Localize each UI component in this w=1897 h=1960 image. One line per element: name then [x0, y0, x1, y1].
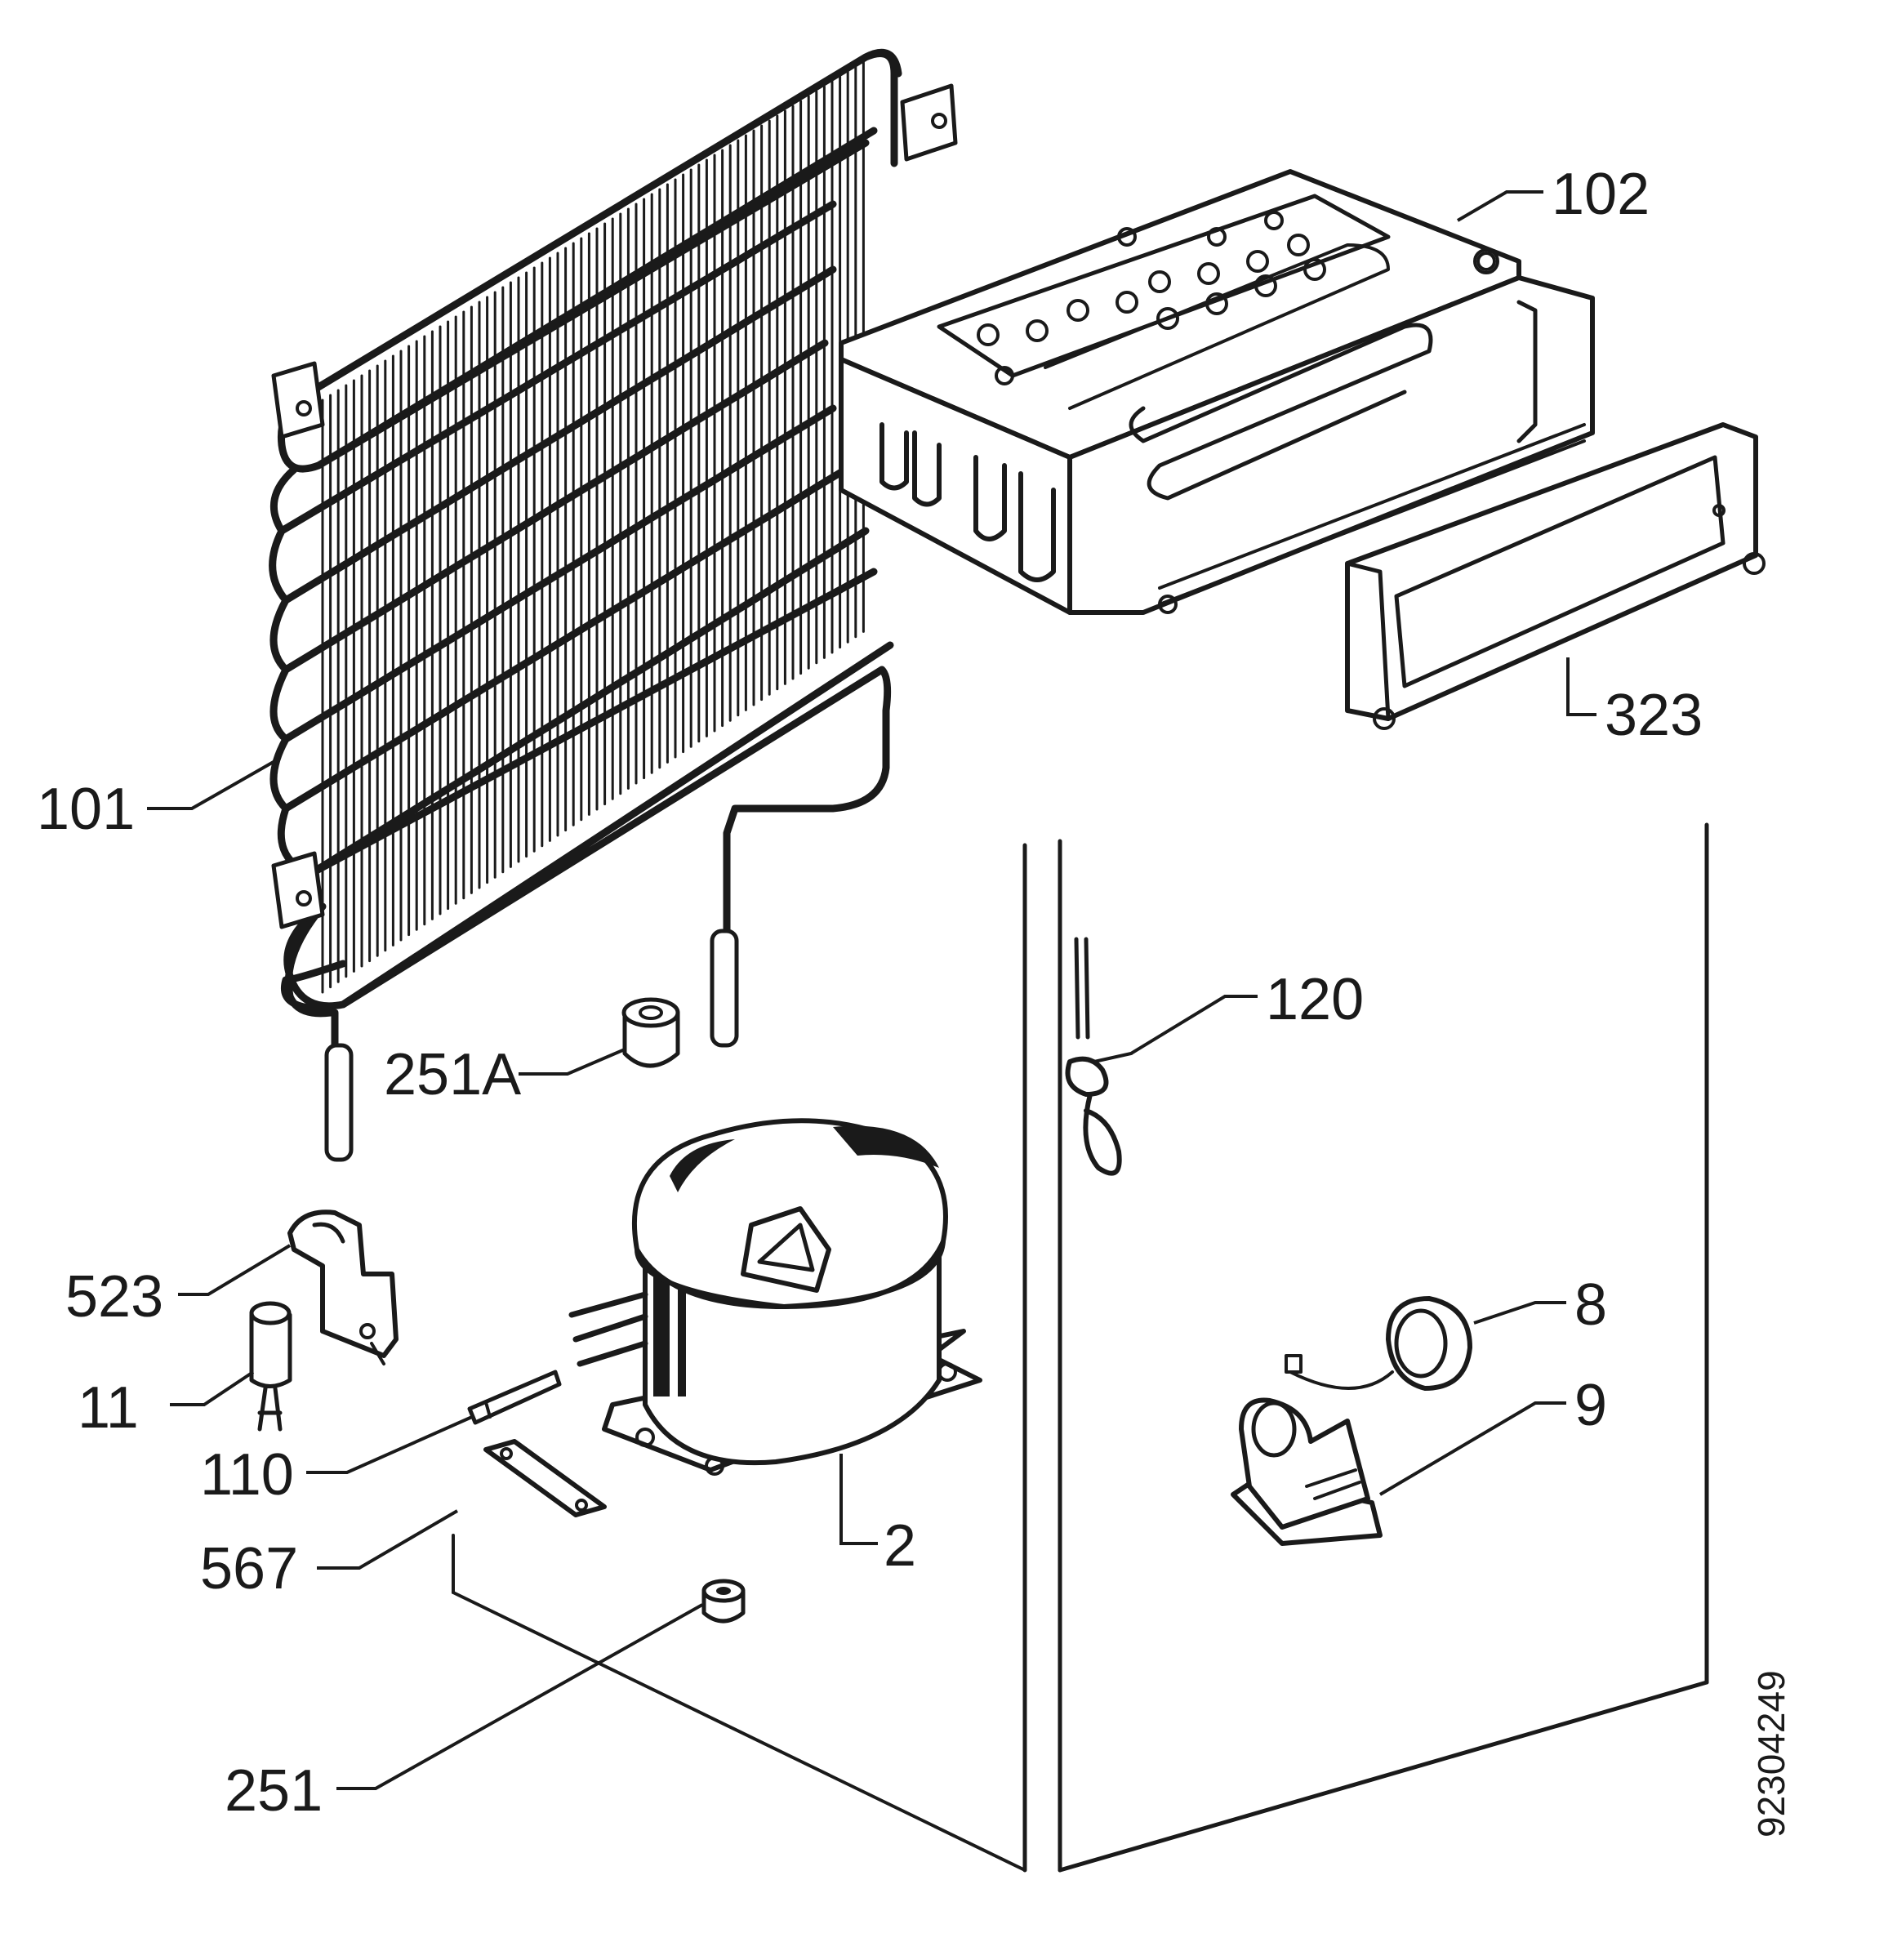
evaporator-box-102 — [839, 169, 1595, 615]
callout-523: 523 — [65, 1264, 163, 1330]
cabinet-outline — [452, 822, 1709, 1873]
callout-102: 102 — [1552, 162, 1650, 227]
callout-110: 110 — [200, 1442, 294, 1508]
callout-11: 11 — [78, 1375, 139, 1441]
compressor-2 — [568, 1118, 982, 1476]
callout-8: 8 — [1574, 1272, 1607, 1338]
callout-101: 101 — [37, 777, 135, 842]
relay-bracket-523 — [287, 1209, 399, 1365]
callout-251A: 251A — [384, 1042, 521, 1107]
thermostat-knob-8 — [1285, 1296, 1472, 1391]
grommet-251 — [701, 1579, 746, 1624]
plate-567 — [483, 1439, 607, 1517]
condenser-101 — [269, 48, 958, 1162]
callout-9: 9 — [1574, 1373, 1607, 1438]
document-number: 92304249 — [1750, 1670, 1792, 1838]
capacitor-11 — [249, 1301, 292, 1432]
sensor-probe-120 — [1065, 937, 1133, 1176]
frame-323 — [1345, 422, 1766, 730]
callout-323: 323 — [1605, 683, 1703, 748]
callout-567: 567 — [200, 1536, 298, 1601]
thermostat-housing-9 — [1231, 1397, 1383, 1546]
callout-120: 120 — [1266, 967, 1364, 1032]
leader-lines — [147, 190, 1596, 1790]
tube-110 — [467, 1370, 562, 1425]
callout-251: 251 — [225, 1758, 323, 1824]
callout-2: 2 — [884, 1513, 916, 1579]
grommet-251A — [621, 997, 680, 1068]
callout-labels: 101 102 323 120 251A 523 11 110 567 2 25… — [37, 162, 1792, 1838]
